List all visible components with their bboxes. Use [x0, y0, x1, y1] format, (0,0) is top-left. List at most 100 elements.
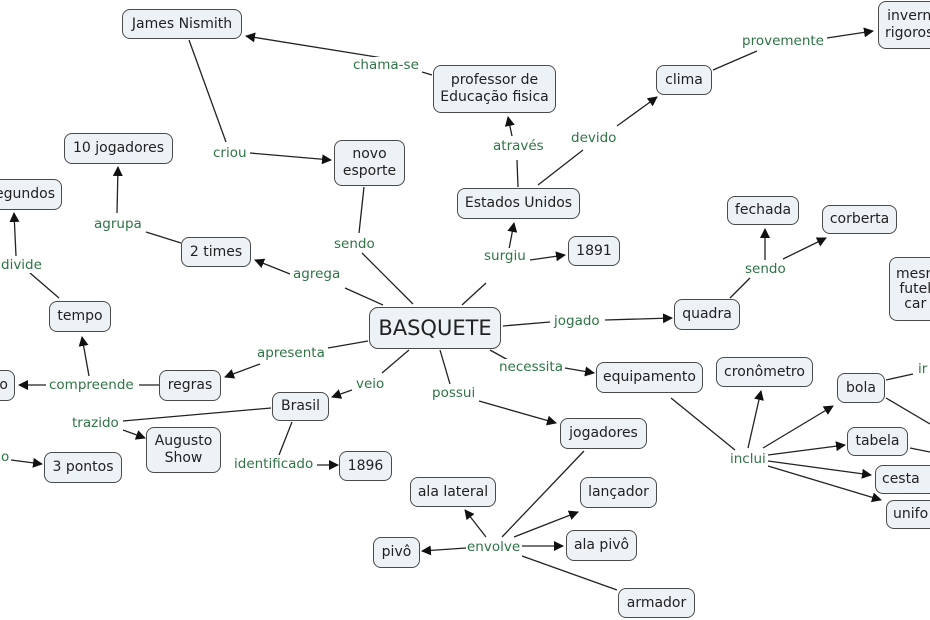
concept-equipamento[interactable]: equipamento	[596, 362, 703, 393]
concept-fechada[interactable]: fechada	[727, 196, 799, 225]
concept-2-times[interactable]: 2 times	[181, 237, 251, 267]
connector-brasil-to-trazido	[122, 407, 272, 422]
link-label-apresenta[interactable]: apresenta	[256, 345, 326, 361]
link-label-divide[interactable]: divide	[0, 257, 43, 273]
link-label-inclui[interactable]: inclui	[729, 451, 767, 467]
concept-3-pontos[interactable]: 3 pontos	[44, 452, 122, 483]
connector-2times-to-agrupa	[145, 231, 182, 244]
connector-surgiu-to-eua	[507, 222, 518, 250]
concept-1896[interactable]: 1896	[339, 451, 392, 481]
connector-compreende-to-tempo	[78, 336, 90, 377]
concept-uniforme[interactable]: unifo	[886, 500, 930, 529]
link-label-envolve[interactable]: envolve	[466, 539, 522, 555]
connector-eua-to-devido	[537, 149, 584, 186]
concept-novo-esporte[interactable]: novo esporte	[334, 140, 405, 186]
connector-basquete-to-possui	[439, 349, 451, 385]
connector-agrupa-to-10jog	[112, 166, 123, 214]
connector-provemente-to-inverno	[826, 27, 874, 39]
connector-quadra-to-sendo	[729, 277, 751, 299]
concept-estados-unidos[interactable]: Estados Unidos	[457, 188, 580, 219]
connector-basquete-to-jogado	[502, 321, 551, 327]
concept-pivo[interactable]: pivô	[373, 537, 420, 568]
connector-jogadores-to-envolve	[501, 450, 585, 538]
connector-sendo-to-corberta	[782, 237, 827, 260]
connector-basquete-to-apresenta	[327, 340, 369, 349]
link-label-agrupa[interactable]: agrupa	[93, 216, 143, 232]
connector-atraves-to-professor	[504, 116, 515, 137]
concept-armador[interactable]: armador	[618, 588, 695, 618]
connector-agrega-to-2times	[254, 258, 291, 275]
concept-inverno-rigoroso[interactable]: invern rigoros	[878, 1, 930, 49]
link-label-provemente[interactable]: provemente	[741, 33, 825, 49]
link-label-surgiu[interactable]: surgiu	[483, 248, 527, 264]
concept-clima[interactable]: clima	[656, 65, 712, 95]
link-label-inclui-bola[interactable]: ir	[917, 361, 929, 377]
connector-criou-to-novo	[249, 152, 332, 165]
connector-apresenta-to-regras	[224, 363, 261, 379]
connector-tabela-offscreen	[909, 447, 930, 453]
concept-lancador[interactable]: lançador	[580, 477, 657, 508]
link-label-trazido[interactable]: trazido	[71, 415, 120, 431]
connector-jogado-to-quadra	[604, 313, 673, 324]
concept-ala-pivo[interactable]: ala pivô	[566, 530, 637, 561]
connector-inclui-to-cronometro	[747, 390, 764, 449]
concept-augusto-show[interactable]: Augusto Show	[146, 427, 221, 473]
connector-leftlabel-to-3pontos	[10, 457, 43, 468]
concept-bola[interactable]: bola	[837, 373, 885, 403]
connector-necessita-to-equip	[564, 366, 595, 377]
link-label-criou[interactable]: criou	[212, 145, 248, 161]
connector-envolve-to-armador	[521, 555, 618, 591]
link-label-jogado[interactable]: jogado	[553, 313, 601, 329]
connector-inclui-to-uniforme	[767, 465, 882, 503]
link-label-sendo-quadra[interactable]: sendo	[744, 261, 787, 277]
link-label-possui[interactable]: possui	[431, 385, 477, 401]
link-label-left-o[interactable]: o	[0, 449, 11, 465]
link-label-devido[interactable]: devido	[570, 130, 618, 146]
connector-equip-to-inclui	[670, 397, 736, 451]
concept-cesta[interactable]: cesta	[875, 465, 930, 494]
concept-corberta[interactable]: corberta	[822, 205, 897, 234]
connector-devido-to-clima	[616, 96, 658, 127]
connector-possui-to-jogadores	[478, 400, 557, 426]
connector-inclui-to-tabela	[767, 441, 846, 456]
connector-envolve-to-alalateral	[464, 509, 487, 538]
concept-ala-lateral[interactable]: ala lateral	[410, 477, 496, 507]
link-label-sendo[interactable]: sendo	[333, 236, 376, 252]
concept-segundos[interactable]: egundos	[0, 179, 62, 210]
link-label-necessita[interactable]: necessita	[498, 359, 564, 375]
connector-inclui-to-bola	[762, 405, 834, 449]
connector-basquete-to-veio	[381, 349, 410, 374]
concept-tempo[interactable]: tempo	[49, 301, 111, 332]
connector-james-to-criou	[188, 39, 227, 143]
concept-brasil[interactable]: Brasil	[272, 392, 329, 421]
concept-1891[interactable]: 1891	[568, 236, 620, 266]
concept-professor[interactable]: professor de Educação fisica	[433, 65, 556, 113]
concept-quadra[interactable]: quadra	[674, 299, 740, 330]
connector-brasil-to-identificado	[278, 421, 293, 456]
concept-jogadores[interactable]: jogadores	[560, 418, 647, 449]
concept-tabela[interactable]: tabela	[847, 427, 908, 456]
concept-mesmo-futebol-campo[interactable]: mesn futel car	[889, 257, 930, 321]
connector-sendo-to-basquete	[361, 252, 414, 305]
link-label-veio[interactable]: veio	[355, 376, 386, 392]
concept-left-cut[interactable]: o	[0, 370, 15, 401]
link-label-chama-se[interactable]: chama-se	[352, 57, 420, 73]
concept-regras[interactable]: regras	[159, 370, 221, 401]
concept-10-jogadores[interactable]: 10 jogadores	[64, 133, 173, 164]
concept-cronometro[interactable]: cronômetro	[716, 357, 813, 387]
connector-bola-offscreen	[885, 397, 930, 425]
connector-professor-to-chamase	[421, 71, 433, 76]
link-label-compreende[interactable]: compreende	[48, 377, 135, 393]
concept-basquete[interactable]: BASQUETE	[369, 307, 501, 349]
concept-james-nismith[interactable]: James Nismith	[122, 9, 242, 39]
link-label-agrega[interactable]: agrega	[292, 266, 342, 282]
connector-envolve-to-lancador	[513, 510, 579, 538]
connector-eua-to-atraves	[516, 159, 519, 188]
connector-divide-to-segundos	[9, 212, 20, 257]
connector-basquete-to-agrega	[344, 287, 384, 306]
connector-novo-to-sendo	[358, 186, 365, 234]
connector-clima-to-provemente	[712, 50, 758, 71]
link-label-atraves[interactable]: através	[492, 138, 545, 154]
link-label-identificado[interactable]: identificado	[233, 456, 315, 472]
